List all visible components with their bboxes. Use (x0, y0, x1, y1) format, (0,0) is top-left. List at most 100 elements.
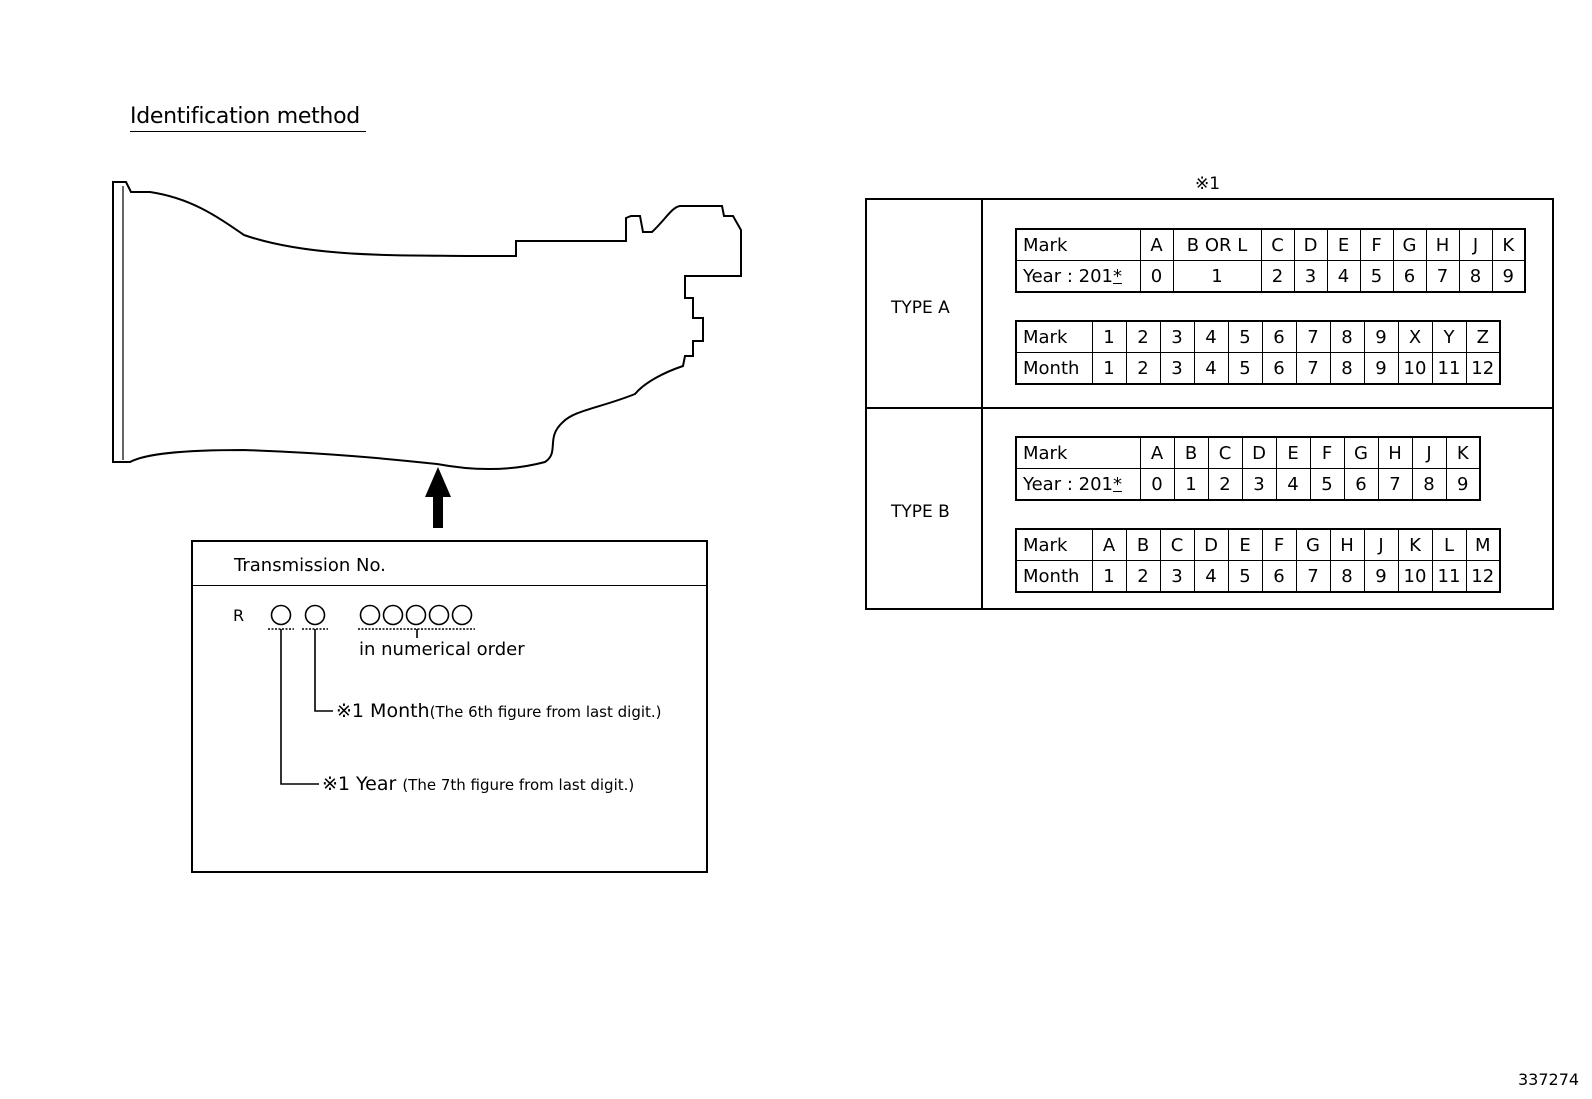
mark-cell: A (1139, 436, 1175, 469)
year-cell: 4 (1275, 468, 1311, 501)
mark-cell: 3 (1159, 320, 1195, 353)
mark-cell: C (1159, 528, 1195, 561)
row-header: Mark (1015, 228, 1141, 261)
month-cell: 11 (1431, 352, 1467, 385)
type-b-label: TYPE B (891, 502, 950, 522)
year-cell: 5 (1359, 260, 1394, 293)
month-cell: 10 (1397, 560, 1433, 593)
mark-cell: D (1241, 436, 1277, 469)
month-cell: 2 (1125, 560, 1161, 593)
type-a-year-mark-row: Mark A B OR L C D E F G H J K (1015, 228, 1526, 261)
mark-cell: 2 (1125, 320, 1161, 353)
year-note-label: ※1 Year (322, 773, 397, 795)
type-b-year-mark-row: Mark A B C D E F G H J K (1015, 436, 1481, 469)
mark-cell: Y (1431, 320, 1467, 353)
mark-cell: X (1397, 320, 1433, 353)
year-cell: 2 (1260, 260, 1295, 293)
year-digit-circle (270, 604, 292, 626)
month-cell: 9 (1363, 352, 1399, 385)
type-b-year-table: Mark A B C D E F G H J K Year : 201* 0 1… (1015, 436, 1481, 501)
mark-cell: E (1227, 528, 1263, 561)
month-cell: 12 (1465, 352, 1501, 385)
mark-cell: Z (1465, 320, 1501, 353)
year-cell: 0 (1139, 468, 1175, 501)
month-note: ※1 Month(The 6th figure from last digit.… (336, 700, 662, 722)
panel-horizontal-divider (867, 407, 1552, 409)
mark-cell: F (1309, 436, 1345, 469)
mark-cell: 4 (1193, 320, 1229, 353)
year-cell: 6 (1343, 468, 1379, 501)
month-cell: 4 (1193, 560, 1229, 593)
mark-cell: M (1465, 528, 1501, 561)
mark-cell: C (1207, 436, 1243, 469)
year-header-suffix: * (1112, 473, 1122, 495)
mark-cell: B (1173, 436, 1209, 469)
mark-cell: B (1125, 528, 1161, 561)
year-header-prefix: Year : 201 (1023, 265, 1113, 287)
mark-cell: A (1139, 228, 1174, 261)
mark-cell: J (1458, 228, 1493, 261)
mark-cell: G (1392, 228, 1427, 261)
type-b-month-value-row: Month 1 2 3 4 5 6 7 8 9 10 11 12 (1015, 560, 1501, 593)
type-a-month-mark-row: Mark 1 2 3 4 5 6 7 8 9 X Y Z (1015, 320, 1501, 353)
mark-cell: K (1397, 528, 1433, 561)
year-cell: 2 (1207, 468, 1243, 501)
mark-cell: F (1359, 228, 1394, 261)
mark-cell: 9 (1363, 320, 1399, 353)
type-b-month-table: Mark A B C D E F G H J K L M Month 1 2 3… (1015, 528, 1501, 593)
month-cell: 5 (1227, 560, 1263, 593)
month-cell: 7 (1295, 352, 1331, 385)
mark-cell: E (1275, 436, 1311, 469)
row-header: Month (1015, 352, 1093, 385)
month-cell: 4 (1193, 352, 1229, 385)
row-header: Mark (1015, 320, 1093, 353)
month-cell: 1 (1091, 560, 1127, 593)
mark-cell: F (1261, 528, 1297, 561)
year-cell: 1 (1172, 260, 1262, 293)
month-cell: 2 (1125, 352, 1161, 385)
code-diagram (268, 604, 475, 785)
mark-cell: 7 (1295, 320, 1331, 353)
page-title: Identification method (130, 104, 366, 132)
year-cell: 1 (1173, 468, 1209, 501)
year-cell: 8 (1411, 468, 1447, 501)
mark-cell: G (1343, 436, 1379, 469)
month-cell: 7 (1295, 560, 1331, 593)
row-header: Month (1015, 560, 1093, 593)
mark-cell: H (1425, 228, 1460, 261)
year-cell: 9 (1491, 260, 1526, 293)
month-cell: 6 (1261, 560, 1297, 593)
month-cell: 8 (1329, 352, 1365, 385)
type-a-month-value-row: Month 1 2 3 4 5 6 7 8 9 10 11 12 (1015, 352, 1501, 385)
mark-cell: H (1377, 436, 1413, 469)
month-digit-circle (304, 604, 326, 626)
month-cell: 11 (1431, 560, 1467, 593)
year-note-detail: (The 7th figure from last digit.) (402, 776, 635, 794)
mark-cell: 8 (1329, 320, 1365, 353)
transmission-silhouette (112, 181, 742, 471)
mark-cell: K (1445, 436, 1481, 469)
mark-cell: A (1091, 528, 1127, 561)
month-cell: 8 (1329, 560, 1365, 593)
mark-cell: J (1363, 528, 1399, 561)
month-cell: 3 (1159, 352, 1195, 385)
year-header-suffix: * (1112, 265, 1122, 287)
month-note-label: ※1 Month (336, 700, 430, 722)
year-cell: 3 (1241, 468, 1277, 501)
panel-vertical-divider (981, 200, 983, 608)
code-prefix: R (233, 606, 245, 625)
mark-cell: G (1295, 528, 1331, 561)
up-arrow-icon (425, 467, 451, 528)
transmission-number-title: Transmission No. (234, 555, 386, 576)
row-header: Year : 201* (1015, 260, 1141, 293)
type-a-month-table: Mark 1 2 3 4 5 6 7 8 9 X Y Z Month 1 2 3… (1015, 320, 1501, 385)
serial-digit-circles (359, 604, 473, 626)
mark-cell: K (1491, 228, 1526, 261)
mark-cell: 1 (1091, 320, 1127, 353)
year-cell: 8 (1458, 260, 1493, 293)
month-cell: 3 (1159, 560, 1195, 593)
mark-cell: B OR L (1172, 228, 1262, 261)
year-cell: 3 (1293, 260, 1328, 293)
numerical-order-label: in numerical order (359, 639, 525, 660)
month-cell: 10 (1397, 352, 1433, 385)
